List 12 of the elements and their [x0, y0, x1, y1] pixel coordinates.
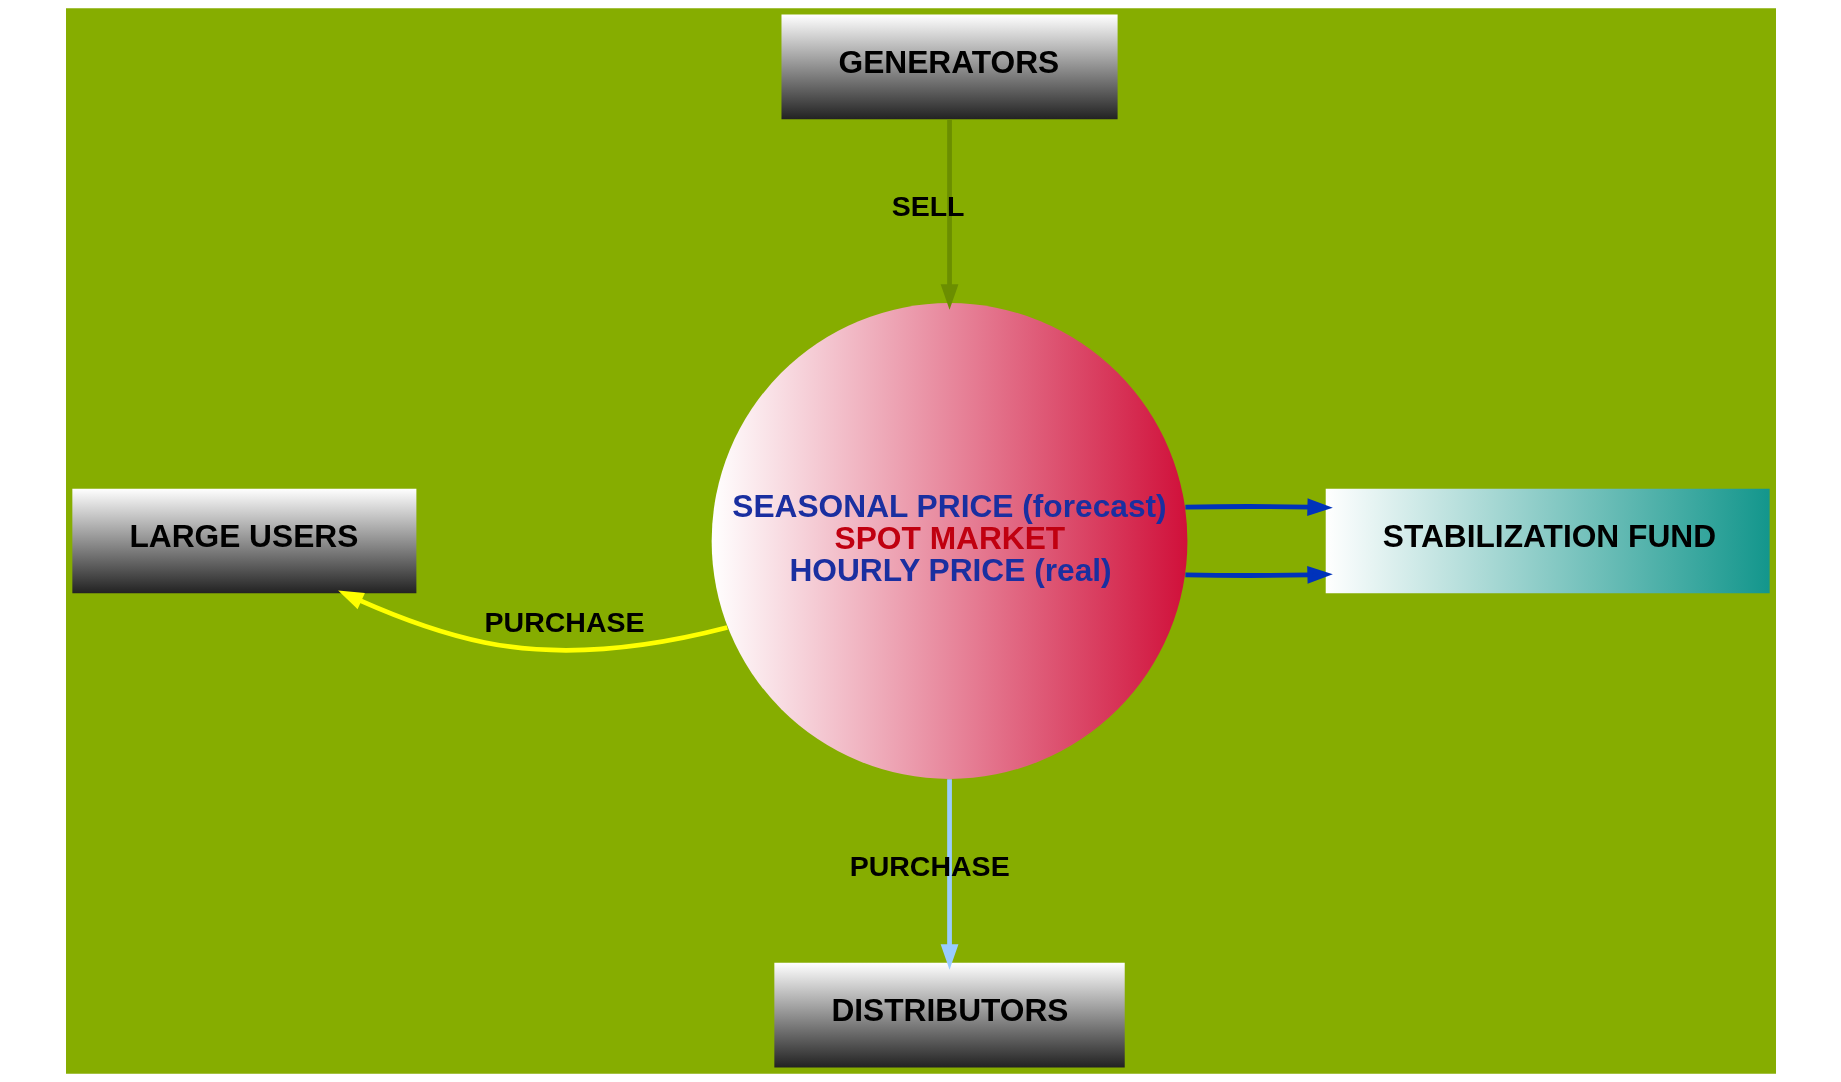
node-box: STABILIZATION FUND — [1325, 488, 1770, 594]
node-circle: SEASONAL PRICE (forecast) SPOT MARKET HOURLY PRICE (real) — [711, 303, 1187, 779]
arrow — [337, 590, 728, 653]
node-box: DISTRIBUTORS — [773, 962, 1125, 1068]
arrow — [1184, 566, 1333, 584]
edge-label: PURCHASE — [484, 606, 645, 639]
edge-label: SELL — [891, 190, 965, 223]
arrow — [1184, 498, 1333, 516]
arrow — [940, 119, 958, 310]
node-box: LARGE USERS — [71, 488, 416, 594]
node-box: GENERATORS — [781, 14, 1118, 120]
arrow — [940, 779, 958, 970]
